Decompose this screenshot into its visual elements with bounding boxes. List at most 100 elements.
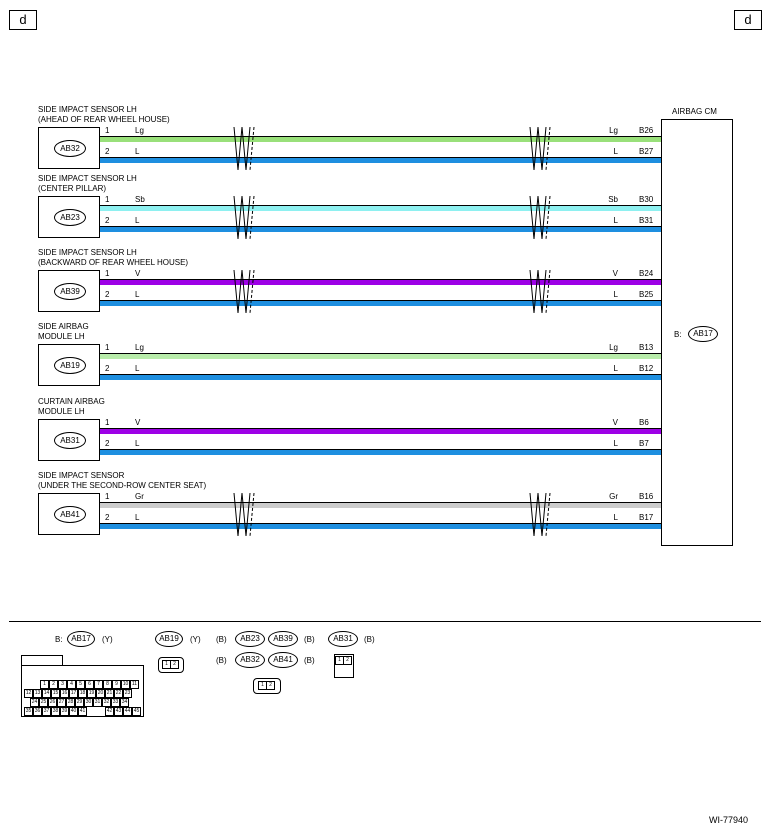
legend-ab17-pin: 27 [57,698,66,707]
sensor-2-break-left [233,269,251,314]
legend-ab17-pin [96,707,105,716]
sensor-4-wire-0-color-right: V [612,418,618,427]
legend-ab17-pin: 38 [51,707,60,716]
sensor-5-wire-1-outline [100,523,661,524]
legend-ab17-pin: 25 [39,698,48,707]
legend-ab17-pin [87,707,96,716]
legend-ab31-suffix: (B) [364,635,375,644]
sensor-4-wire-1-pin: 2 [105,439,110,448]
sensor-2-connector: AB39 [54,283,86,300]
legend-ab17-pin: 32 [102,698,111,707]
airbag-cm-connector: AB17 [688,326,718,342]
sensor-3-wire-0-pin: 1 [105,343,110,352]
legend-ab17-pin: 13 [33,689,42,698]
legend-ab17-pin: 18 [78,689,87,698]
legend-ab17-pin: 4 [67,680,76,689]
sensor-0-wire-0-color-right: Lg [609,126,618,135]
sensor-3-box: AB19 [38,344,100,386]
sensor-5-break-left-dash [249,492,255,537]
sensor-0-title-line-0: SIDE IMPACT SENSOR LH [38,105,137,114]
legend-ab17-suffix: (Y) [102,635,113,644]
legend-ab17-pin: 6 [85,680,94,689]
sensor-5-wire-0-terminal: B16 [639,492,654,501]
legend-ab17-pin: 21 [105,689,114,698]
legend-ab19-connector-face: 1 2 [158,657,184,673]
sensor-0-title-line-1: (AHEAD OF REAR WHEEL HOUSE) [38,115,170,124]
sensor-4-wire-1-outline [100,449,661,450]
sensor-3-wire-1-color-left: L [135,364,140,373]
legend-ab17-pin: 24 [30,698,39,707]
sensor-3-title-line-1: MODULE LH [38,332,85,341]
legend-ab17-pin: 42 [105,707,114,716]
sensor-2-title-line-0: SIDE IMPACT SENSOR LH [38,248,137,257]
sensor-3-wire-0-outline [100,353,661,354]
legend-ab17-pin: 34 [120,698,129,707]
legend-ab17-pin: 45 [132,707,141,716]
legend-ab17-pin: 1 [40,680,49,689]
sensor-3-connector: AB19 [54,357,86,374]
sensor-2-title-line-1: (BACKWARD OF REAR WHEEL HOUSE) [38,258,189,267]
sensor-5-wire-0-color-right: Gr [609,492,618,501]
sensor-1-wire-1-color-right: L [613,216,618,225]
sensor-4-wire-0-color-left: V [135,418,141,427]
airbag-cm-prefix: B: [674,330,682,339]
sensor-2-wire-1-terminal: B25 [639,290,654,299]
sensor-1-wire-1-terminal: B31 [639,216,654,225]
sensor-3-wire-0-terminal: B13 [639,343,654,352]
legend-ab17-pin: 10 [121,680,130,689]
sensor-4-title-line-0: CURTAIN AIRBAG [38,397,105,406]
sensor-3-wire-1-color-right: L [613,364,618,373]
sensor-2-wire-1-color-right: L [613,290,618,299]
sensor-2-wire-0-pin: 1 [105,269,110,278]
sensor-2-wire-1-outline [100,300,661,301]
legend-ab17-pin: 17 [69,689,78,698]
sensor-3-wire-1 [100,375,661,380]
sensor-5-wire-0-pin: 1 [105,492,110,501]
legend-separator [9,621,761,622]
legend-ab17-pin: 43 [114,707,123,716]
legend-ab17-pin: 2 [49,680,58,689]
sensor-5-wire-0-color-left: Gr [135,492,144,501]
legend-ab17-pin: 19 [87,689,96,698]
sensor-0-break-left-dash [249,126,255,171]
sensor-0-wire-0-outline [100,136,661,137]
sensor-4-wire-0 [100,429,661,434]
airbag-cm-title: AIRBAG CM [672,107,717,116]
legend-ab17-pin: 15 [51,689,60,698]
sensor-5-box: AB41 [38,493,100,535]
sensor-0-connector: AB32 [54,140,86,157]
sensor-1-wire-1-pin: 2 [105,216,110,225]
sensor-1-wire-1-color-left: L [135,216,140,225]
sensor-3-wire-0-color-right: Lg [609,343,618,352]
sensor-1-wire-0 [100,206,661,211]
legend-group-pin-2: 2 [266,681,275,690]
legend-ab17-pin: 16 [60,689,69,698]
legend-ab17-pin: 29 [75,698,84,707]
sensor-1-wire-1-outline [100,226,661,227]
sensor-1-break-left-dash [249,195,255,240]
legend-group-connector-face: 1 2 [253,678,281,694]
sensor-5-wire-0 [100,503,661,508]
legend-ab17-pin: 33 [111,698,120,707]
legend-ab19-pin-2: 2 [170,660,179,669]
sensor-0-wire-1-color-right: L [613,147,618,156]
sensor-4-wire-1-terminal: B7 [639,439,649,448]
legend-ab17-pin: 40 [69,707,78,716]
sensor-2-break-right [529,269,547,314]
sensor-5-break-right-dash [545,492,551,537]
sensor-2-break-right-dash [545,269,551,314]
sensor-5-break-left [233,492,251,537]
sensor-0-wire-1-pin: 2 [105,147,110,156]
legend-ab17-pin: 28 [66,698,75,707]
sensor-2-wire-0 [100,280,661,285]
sensor-1-connector: AB23 [54,209,86,226]
legend-ab19-suffix: (Y) [190,635,201,644]
legend-ab17-pin: 26 [48,698,57,707]
sensor-5-title-line-1: (UNDER THE SECOND-ROW CENTER SEAT) [38,481,207,490]
legend-ab17-pin: 5 [76,680,85,689]
sensor-2-box: AB39 [38,270,100,312]
legend-group-suffix: (B) [304,635,315,644]
legend-ab19-connector: AB19 [155,631,183,647]
sensor-5-wire-1-color-right: L [613,513,618,522]
